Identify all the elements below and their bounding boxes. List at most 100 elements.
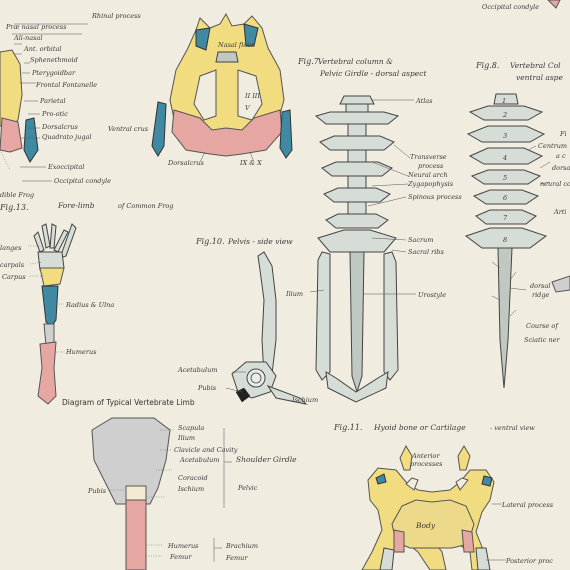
fig8-number-4: 4	[502, 154, 507, 162]
fig7-label-process: process	[418, 162, 444, 170]
limb-label-femur: Femur	[169, 553, 192, 561]
fig8-title-line1: Vertebral Col	[510, 61, 561, 70]
fig8-label-course-of: Course of	[526, 322, 559, 330]
limb-label-humerus: Humerus	[167, 542, 199, 550]
fig8-label-ac: a c	[556, 152, 566, 160]
label-sphenethmoid: Sphenethmoid	[30, 56, 78, 64]
fig8-label-ridge: ridge	[532, 291, 550, 299]
label-rhinal-process: Rhinal process	[91, 12, 141, 20]
fig10-leader-pubis	[225, 387, 243, 393]
limb-diagram-title: Diagram of Typical Vertebrate Limb	[62, 398, 195, 407]
limb-label-ilium: Ilium	[177, 434, 195, 442]
fig7-label-zygapophysis: Zygapophysis	[407, 180, 454, 188]
fig7-label-ilium: Ilium	[285, 290, 303, 298]
fig8-label-centrum: Centrum	[538, 142, 567, 150]
fig8-side-bone	[551, 275, 570, 293]
fig13-number: Fig.13.	[0, 203, 29, 212]
corner-bone-fragment	[547, 0, 561, 9]
label-pro-otic: Pro-otic	[41, 110, 68, 118]
fig7-label-neural-arch: Neural arch	[407, 171, 448, 179]
fig13-forelimb	[33, 223, 77, 405]
fig8-leader-lines	[509, 145, 551, 291]
fig8-label-fi: Fi	[559, 130, 567, 138]
fig11-label-anterior: Anterior	[411, 452, 440, 460]
fig8-number-3: 3	[503, 132, 507, 140]
fig10-label-pubis: Pubis	[197, 384, 217, 392]
fig10-pelvis	[231, 251, 308, 405]
limb-diagram	[91, 417, 232, 570]
fig8-label-sciatic: Sciatic ner	[524, 336, 560, 344]
limb-label-brachium: Brachium	[225, 542, 258, 550]
label-ant-orbital: Ant. orbital	[23, 45, 61, 53]
label-pterygoidbar: Pterygoidbar	[31, 69, 76, 77]
label-occipital-condyle-top: Occipital condyle	[482, 3, 539, 11]
fig10-label-acetabulum: Acetabulum	[177, 366, 217, 374]
label-nasal-floor: Nasal floor	[217, 41, 255, 49]
fig7-label-spinous: Spinous process	[408, 193, 462, 201]
skull-leader-lines	[0, 23, 88, 182]
label-ali-nasal: Ali-nasal	[13, 34, 42, 42]
fig13-label-radius-ulna: Radius & Ulna	[65, 301, 114, 309]
fig13-label-humerus: Humerus	[65, 348, 97, 356]
limb-label-shoulder-girdle: Shoulder Girdle	[236, 455, 297, 464]
fig7-title-line2: Pelvic Girdle - dorsal aspect	[319, 69, 427, 78]
label-frontal-fontanelle: Frontal Fontanelle	[35, 81, 97, 89]
fig7-label-atlas: Atlas	[415, 97, 433, 105]
frog-skull-centre	[151, 12, 293, 163]
fig7-title-line1: Vertebral column &	[318, 57, 393, 66]
fig8-label-neural-co: neural co	[540, 180, 570, 188]
fig11-number: Fig.11.	[333, 423, 363, 432]
fig8-title-line2: ventral aspe	[516, 73, 563, 82]
fig13-label-phalanges: langes	[0, 244, 22, 252]
fig13-label-metacarpals: carpals	[0, 261, 25, 269]
label-numerals: II III	[244, 92, 260, 100]
fig7-number: Fig.7.	[297, 57, 321, 66]
label-ventral-crus: Ventral crus	[108, 125, 149, 133]
limb-label-pubis: Pubis	[87, 487, 107, 495]
fig8-number-1: 1	[502, 97, 506, 105]
label-quadrato-jugal: Quadrato jugal	[42, 133, 91, 141]
fig11-label-processes: processes	[410, 460, 443, 468]
fig11-label-lateral: Lateral process	[501, 501, 554, 509]
fig8-number-2: 2	[502, 111, 507, 119]
fig7-label-ischium: Ischium	[291, 396, 318, 404]
label-prae-nasal: Præ nasal process	[5, 23, 67, 31]
fig11-hyoid	[361, 444, 506, 570]
fig11-label-body: Body	[415, 521, 436, 530]
fig8-number: Fig.8.	[475, 61, 499, 70]
fig8-label-dorsa: dorsa	[552, 164, 570, 172]
fig8-number-8: 8	[503, 236, 507, 244]
limb-label-clavicle: Clavicle and Cavity	[174, 446, 238, 454]
fig8-number-5: 5	[503, 174, 507, 182]
fig7-label-sacral-ribs: Sacral ribs	[408, 248, 444, 256]
fig13-subtitle: of Common Frog	[118, 202, 173, 210]
fig8-number-7: 7	[503, 214, 508, 222]
fig13-leader-lines	[28, 245, 66, 353]
limb-label-acetabulum: Acetabulum	[179, 456, 219, 464]
fig13-title: Fore-limb	[57, 201, 95, 210]
label-numerals-bottom: IX & X	[239, 159, 262, 167]
label-numeral-v: V	[245, 104, 251, 112]
fig8-label-dorsal: dorsal	[530, 282, 550, 290]
fig7-label-sacrum: Sacrum	[408, 236, 433, 244]
label-dorsal-crus-2: Dorsalcrus	[167, 159, 204, 167]
fig13-label-carpus: Carpus	[2, 273, 26, 281]
fig11-title: Hyoid bone or Cartilage	[373, 423, 466, 432]
label-dorsal-crus: Dorsalcrus	[41, 123, 78, 131]
fig13-frog-label: dible Frog	[0, 191, 34, 199]
fig7-label-urostyle: Urostyle	[418, 291, 446, 299]
limb-label-pelvic: Pelvic	[237, 484, 258, 492]
frog-skull-left	[0, 49, 39, 163]
fig11-subtitle: - ventral view	[490, 424, 535, 432]
fig8-vertebra-numbers: 1 2 3 4 5 6 7 8	[502, 97, 508, 244]
limb-label-scapula: Scapula	[178, 424, 204, 432]
fig7-vertebral-column	[314, 95, 400, 403]
fig7-label-transverse: Transverse	[410, 153, 447, 161]
fig10-number: Fig.10.	[195, 237, 225, 246]
fig11-label-posterior: Posterior proc	[505, 557, 553, 565]
limb-label-ischium: Ischium	[177, 485, 204, 493]
label-exoccipital: Exoccipital	[47, 163, 85, 171]
fig8-vertebral-column	[464, 93, 548, 389]
